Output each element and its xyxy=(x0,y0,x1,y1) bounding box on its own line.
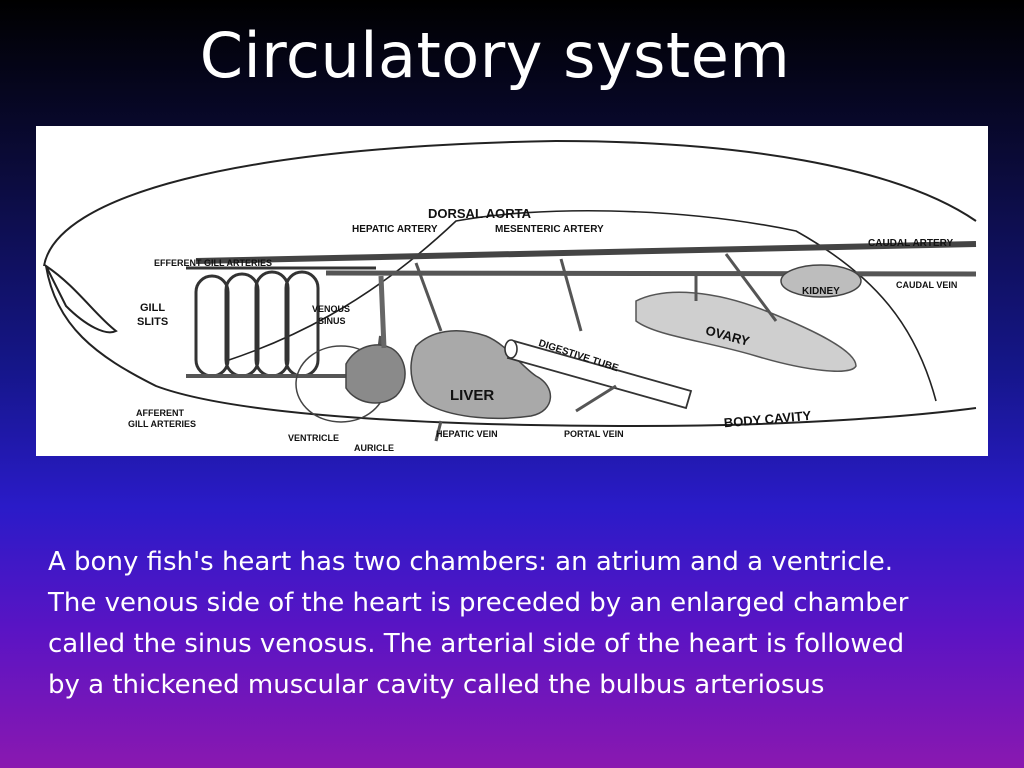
label-slits: SLITS xyxy=(137,316,168,328)
label-gill: GILL xyxy=(140,302,165,314)
branch-vessels xyxy=(414,253,778,442)
heart-venous-sinus xyxy=(345,344,406,404)
gill-arches xyxy=(194,270,320,378)
precaval-vessel xyxy=(378,275,387,349)
dorsal-aorta-vessel xyxy=(195,241,977,264)
label-sinus: SINUS xyxy=(318,316,346,326)
label-liver: LIVER xyxy=(450,387,494,404)
label-body-cavity: BODY CAVITY xyxy=(723,408,812,431)
label-hepatic-vein: HEPATIC VEIN xyxy=(436,429,498,439)
fish-circulation-diagram: DORSAL AORTA HEPATIC ARTERY MESENTERIC A… xyxy=(36,126,988,456)
description-line: by a thickened muscular cavity called th… xyxy=(48,670,825,700)
kidney-shape xyxy=(780,264,862,298)
caudal-vein-vessel xyxy=(325,270,977,277)
description-line: A bony fish's heart has two chambers: an… xyxy=(48,547,894,577)
description-line: called the sinus venosus. The arterial s… xyxy=(48,629,905,659)
label-dorsal-aorta: DORSAL AORTA xyxy=(428,206,532,221)
liver-shape xyxy=(410,330,552,420)
label-venous: VENOUS xyxy=(312,304,350,314)
digestive-tube-end xyxy=(504,339,518,359)
fish-body-outline xyxy=(43,139,977,428)
fish-snout xyxy=(43,263,118,334)
body-cavity-wall xyxy=(225,209,937,402)
ovary-shape xyxy=(635,291,857,372)
description-line: The venous side of the heart is preceded… xyxy=(48,588,909,618)
slide-title: Circulatory system xyxy=(199,19,791,92)
label-efferent-gill-arteries: EFFERENT GILL ARTERIES xyxy=(154,258,272,268)
label-mesenteric-artery: MESENTERIC ARTERY xyxy=(495,224,604,235)
label-kidney: KIDNEY xyxy=(802,286,840,297)
label-afferent: AFFERENT xyxy=(136,408,184,418)
label-caudal-vein: CAUDAL VEIN xyxy=(896,280,957,290)
label-caudal-artery: CAUDAL ARTERY xyxy=(868,238,954,249)
label-gill-arteries: GILL ARTERIES xyxy=(128,419,196,429)
diagram-svg: DORSAL AORTA HEPATIC ARTERY MESENTERIC A… xyxy=(43,139,977,453)
description-paragraph: A bony fish's heart has two chambers: an… xyxy=(48,542,978,706)
label-hepatic-artery: HEPATIC ARTERY xyxy=(352,224,438,235)
label-auricle: AURICLE xyxy=(354,443,394,453)
label-ventricle: VENTRICLE xyxy=(288,433,339,443)
label-portal-vein: PORTAL VEIN xyxy=(564,429,624,439)
